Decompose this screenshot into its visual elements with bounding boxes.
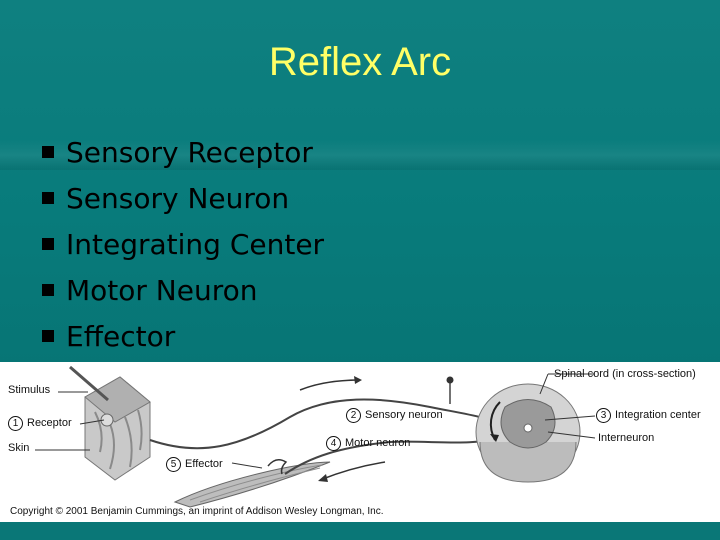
slide-title: Reflex Arc xyxy=(268,40,452,84)
square-bullet-icon xyxy=(42,146,54,158)
muscle-effector-icon xyxy=(173,459,331,508)
step-number: 2 xyxy=(346,408,361,423)
copyright-text: Copyright © 2001 Benjamin Cummings, an i… xyxy=(10,506,384,517)
step-number: 1 xyxy=(8,416,23,431)
bullet-text: Integrating Center xyxy=(66,228,325,261)
square-bullet-icon xyxy=(42,284,54,296)
slide-bevel xyxy=(0,140,720,170)
motor-neuron-path xyxy=(284,436,506,475)
receptor-text: Receptor xyxy=(27,417,72,429)
square-bullet-icon xyxy=(42,238,54,250)
interneuron-label: Interneuron xyxy=(598,432,655,444)
receptor-label: 1 Receptor xyxy=(8,416,72,431)
bullet-list: Sensory Receptor Sensory Neuron Integrat… xyxy=(42,130,324,360)
skin-block-icon xyxy=(69,365,151,481)
integration-center-label: 3 Integration center xyxy=(596,408,701,423)
integration-center-text: Integration center xyxy=(615,409,701,421)
bullet-text: Effector xyxy=(66,320,176,353)
bullet-item: Motor Neuron xyxy=(42,268,324,314)
sensory-neuron-path xyxy=(149,398,506,450)
sensory-neuron-label: 2 Sensory neuron xyxy=(346,408,443,423)
stimulus-label: Stimulus xyxy=(8,384,51,396)
bullet-text: Sensory Receptor xyxy=(66,136,313,169)
spinal-cord-icon xyxy=(475,383,581,483)
bullet-item: Integrating Center xyxy=(42,222,324,268)
bullet-text: Motor Neuron xyxy=(66,274,258,307)
bullet-item: Effector xyxy=(42,314,324,360)
bullet-item: Sensory Neuron xyxy=(42,176,324,222)
sensory-neuron-text: Sensory neuron xyxy=(365,409,443,421)
skin-label: Skin xyxy=(8,442,30,454)
bullet-item: Sensory Receptor xyxy=(42,130,324,176)
effector-text: Effector xyxy=(185,458,223,470)
effector-label: 5 Effector xyxy=(166,457,223,472)
square-bullet-icon xyxy=(42,330,54,342)
square-bullet-icon xyxy=(42,192,54,204)
step-number: 5 xyxy=(166,457,181,472)
motor-neuron-text: Motor neuron xyxy=(345,437,411,449)
step-number: 4 xyxy=(326,436,341,451)
motor-neuron-label: 4 Motor neuron xyxy=(326,436,410,451)
bullet-text: Sensory Neuron xyxy=(66,182,290,215)
step-number: 3 xyxy=(596,408,611,423)
spinal-cord-label: Spinal cord (in cross-section) xyxy=(554,368,696,380)
reflex-arc-illustration xyxy=(35,365,596,508)
bottom-band xyxy=(0,522,720,540)
